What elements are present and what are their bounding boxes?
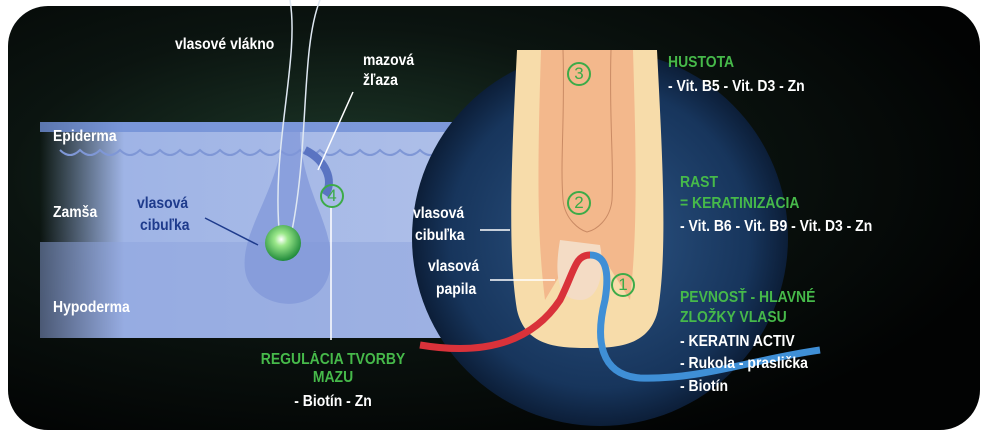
marker-4: 4 (320, 184, 344, 208)
regulation-items: - Biotín - Zn (294, 393, 372, 410)
growth-title-2: = KERATINIZÁCIA (680, 195, 800, 212)
strength-item-3: - Biotín (680, 378, 729, 395)
strength-item-2: - Rukola - praslička (680, 355, 808, 372)
label-papilla-2: papila (436, 281, 477, 298)
label-bulb-detail-1: vlasová (413, 205, 465, 222)
label-sebaceous-gland-1: mazová (363, 52, 415, 69)
marker-3: 3 (567, 62, 591, 86)
hair-shaft (277, 0, 293, 241)
label-papilla-1: vlasová (428, 258, 480, 275)
strength-title-1: PEVNOSŤ - HLAVNÉ (680, 289, 816, 306)
regulation-title-1: REGULÁCIA TVORBY (260, 351, 406, 368)
label-dermis: Zamša (53, 204, 98, 221)
artery (419, 251, 591, 353)
density-items: - Vit. B5 - Vit. D3 - Zn (668, 78, 805, 95)
strength-item-1: - KERATIN ACTIV (680, 333, 795, 350)
regulation-title-2: MAZU (312, 369, 354, 386)
marker-1: 1 (611, 273, 635, 297)
growth-title-1: RAST (680, 174, 718, 191)
marker-2: 2 (567, 191, 591, 215)
glowing-bulb (265, 225, 301, 261)
strength-title-2: ZLOŽKY VLASU (680, 309, 787, 326)
density-title: HUSTOTA (668, 54, 735, 71)
label-bulb-left-2: cibuľka (140, 217, 190, 234)
label-hypodermis: Hypoderma (53, 299, 130, 316)
label-bulb-left-1: vlasová (137, 195, 189, 212)
label-bulb-detail-2: cibuľka (415, 227, 465, 244)
label-sebaceous-gland-2: žľaza (363, 72, 398, 89)
label-hair-shaft: vlasové vlákno (175, 36, 275, 53)
growth-items: - Vit. B6 - Vit. B9 - Vit. D3 - Zn (680, 218, 873, 235)
vein (589, 251, 821, 382)
label-epidermis: Epiderma (53, 128, 117, 145)
